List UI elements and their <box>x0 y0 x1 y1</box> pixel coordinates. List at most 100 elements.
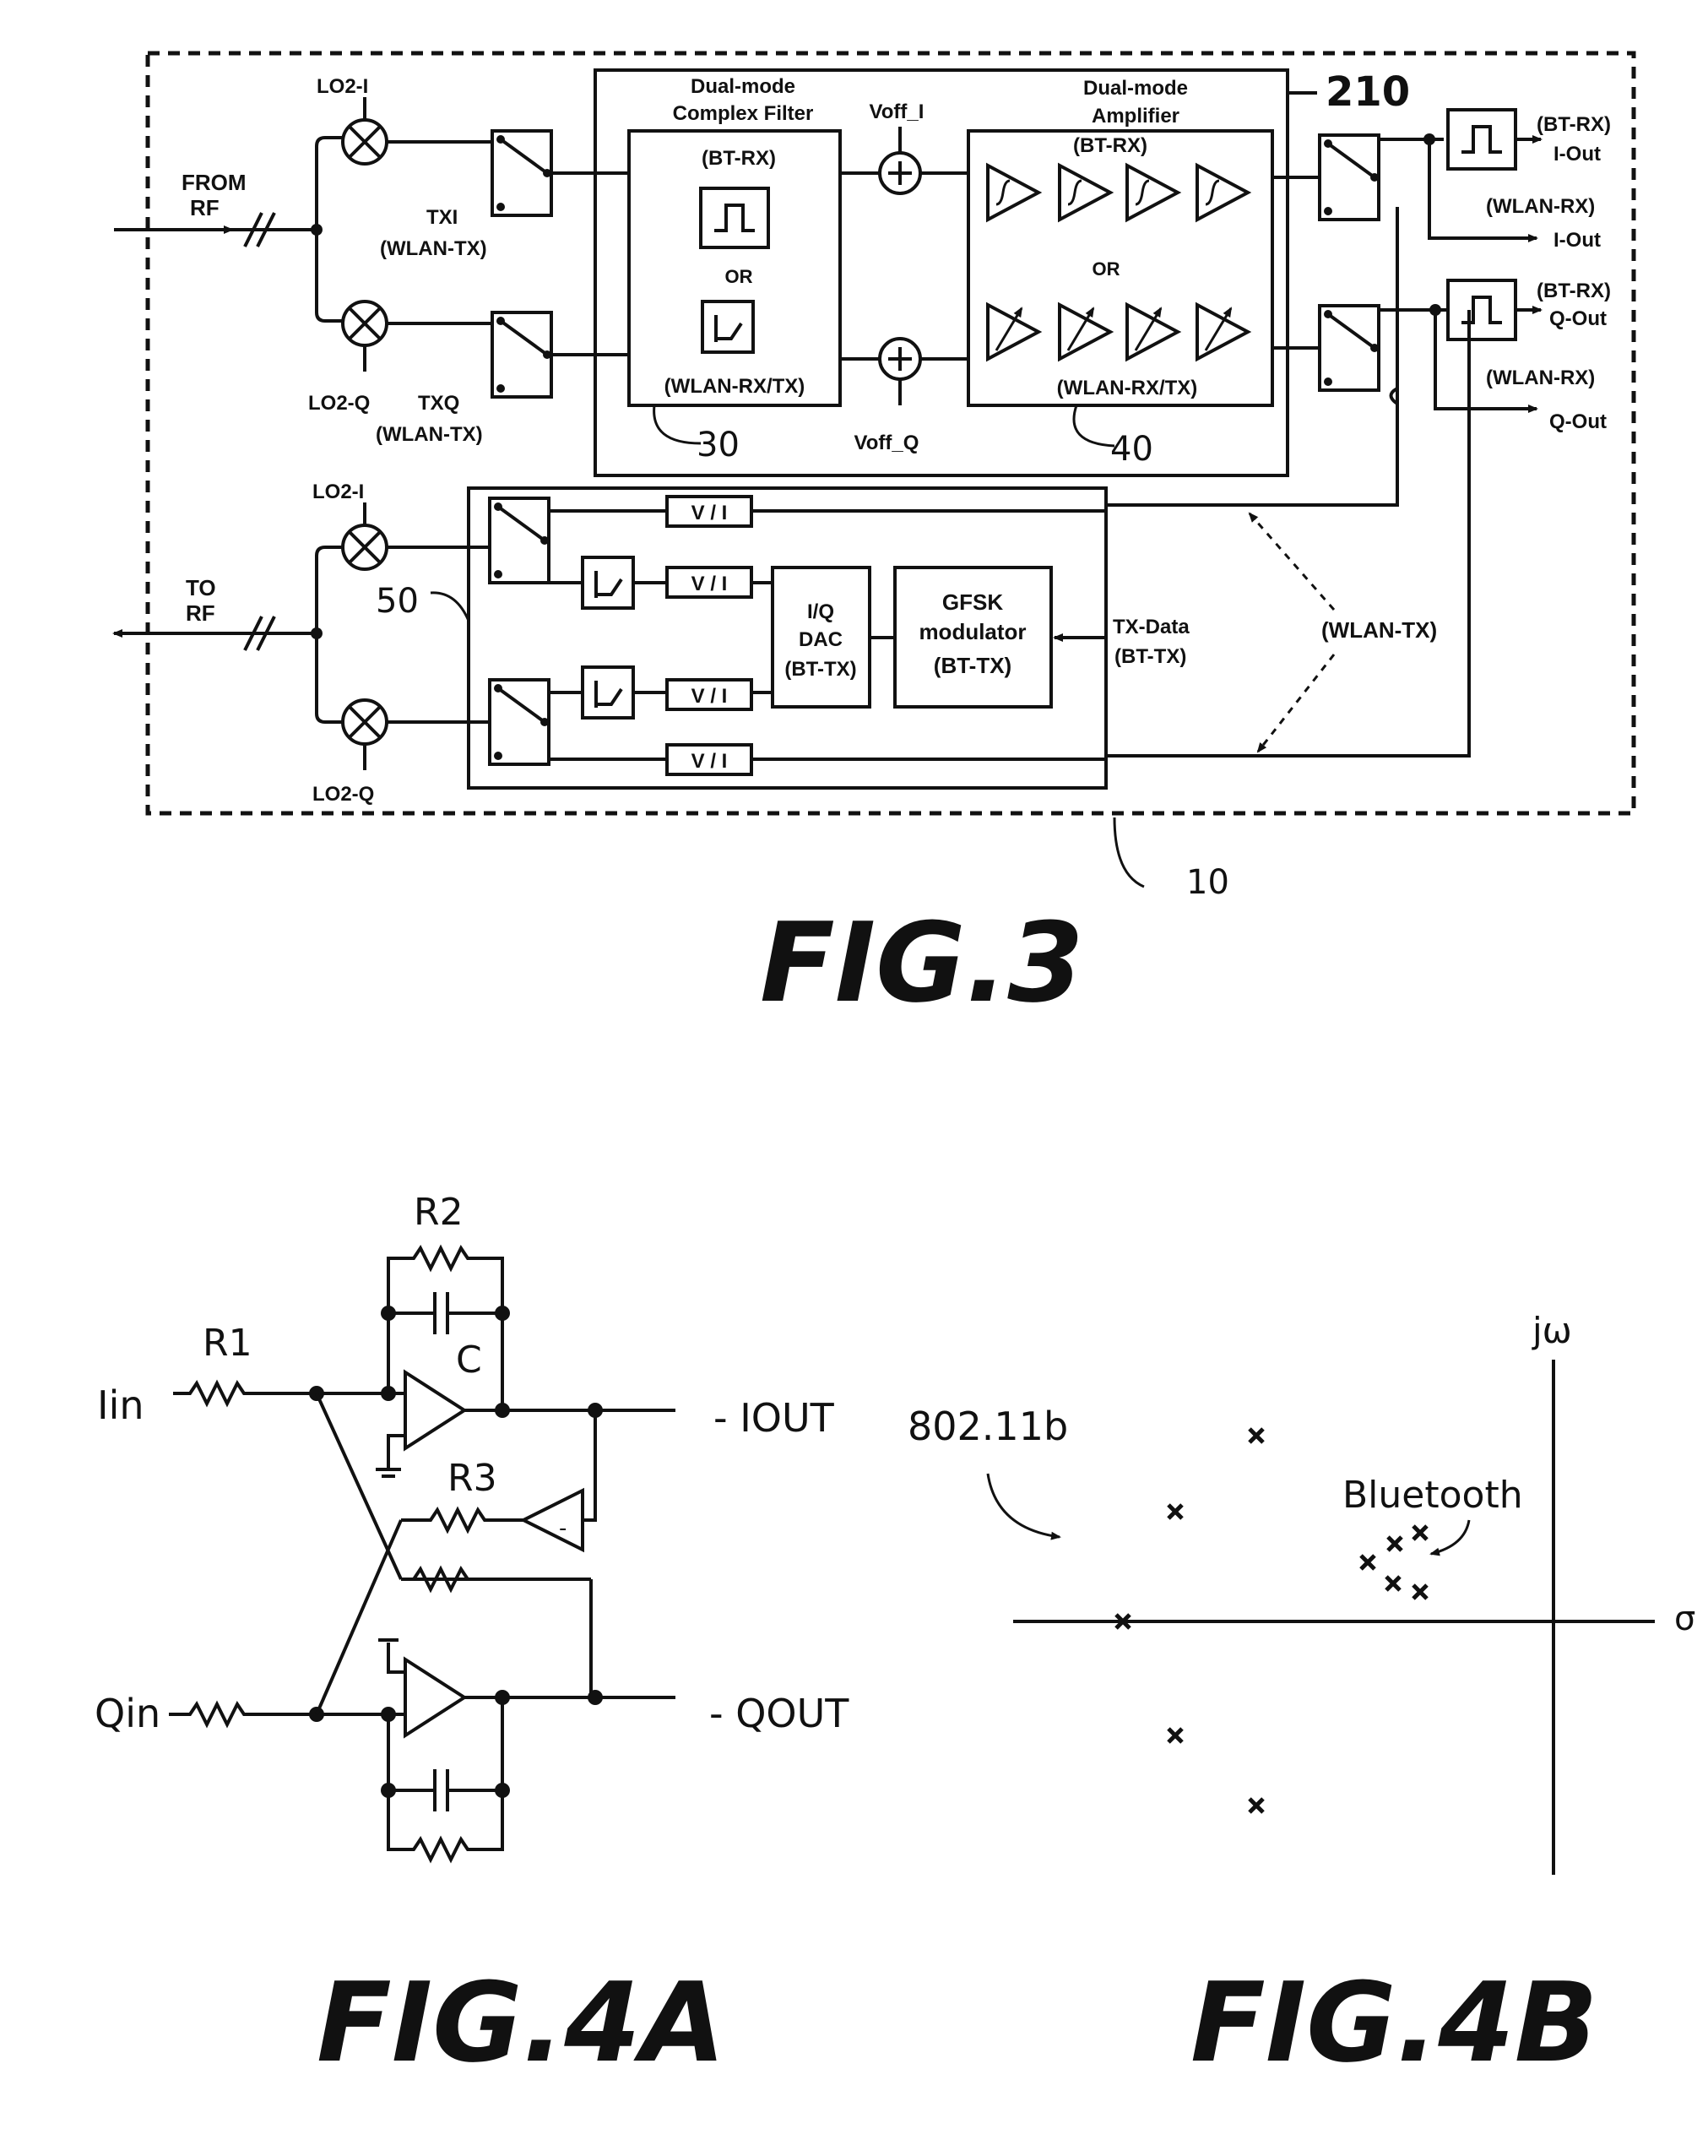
pole-80211b-5 <box>1250 1799 1263 1812</box>
ref-210: 210 <box>1326 68 1410 116</box>
pole-bluetooth-5 <box>1413 1585 1427 1599</box>
svg-text:Amplifier: Amplifier <box>1092 105 1179 128</box>
svg-text:V / I: V / I <box>691 502 728 524</box>
svg-text:I-Out: I-Out <box>1553 143 1601 166</box>
vi-converter-4: V / I <box>667 745 751 774</box>
lo2-q-top: LO2-Q <box>308 392 370 415</box>
svg-text:DAC: DAC <box>799 628 843 651</box>
lo2-i-top: LO2-I <box>317 75 368 98</box>
txq-label: TXQ <box>418 392 459 415</box>
svg-text:(WLAN-RX/TX): (WLAN-RX/TX) <box>1057 377 1198 399</box>
out-switch-i <box>1320 135 1379 220</box>
jw-label: jω <box>1532 1310 1572 1351</box>
filter-title: Dual-mode <box>691 75 795 98</box>
i-opamp <box>405 1372 464 1448</box>
tx-mixer-i <box>343 525 387 569</box>
out-wlan-i: (WLAN-RX) <box>1486 195 1595 218</box>
svg-text:(WLAN-TX): (WLAN-TX) <box>380 237 487 260</box>
svg-text:OR: OR <box>725 266 753 287</box>
qout-label: - QOUT <box>709 1691 849 1736</box>
from-rf-label: FROM <box>182 170 247 195</box>
iin-label: Iin <box>97 1382 144 1428</box>
svg-text:Q-Out: Q-Out <box>1549 410 1607 433</box>
tx-switch-i <box>490 498 549 583</box>
fig3-title: FIG.3 <box>760 899 1084 1027</box>
pole-80211b-2 <box>1168 1505 1182 1518</box>
r1-resistor-icon <box>182 1383 252 1404</box>
svg-text:-: - <box>559 1516 567 1541</box>
to-rf-label: TO <box>186 575 216 600</box>
pole-80211b-4 <box>1168 1729 1182 1742</box>
tx-switch-q <box>490 680 549 764</box>
voff-i-label: Voff_I <box>870 100 924 123</box>
bluetooth-label: Bluetooth <box>1342 1474 1523 1517</box>
svg-text:GFSK: GFSK <box>942 589 1003 615</box>
r3-label: R3 <box>447 1457 497 1500</box>
svg-text:RF: RF <box>190 195 220 220</box>
pole-bluetooth-1 <box>1361 1556 1375 1569</box>
out-switch-q <box>1320 306 1379 390</box>
svg-text:V / I: V / I <box>691 685 728 708</box>
iq-dac: I/Q DAC (BT-TX) <box>773 568 870 707</box>
amp-title: Dual-mode <box>1083 77 1188 100</box>
svg-text:(WLAN-RX/TX): (WLAN-RX/TX) <box>664 375 805 398</box>
inverter-buffer <box>523 1491 583 1550</box>
ref-30: 30 <box>697 426 740 464</box>
bandpass-filter-icon <box>701 188 768 247</box>
svg-text:RF: RF <box>186 600 215 626</box>
tx-lowpass-i-icon <box>583 557 633 608</box>
fig4a-title: FIG.4A <box>317 1958 725 2087</box>
svg-text:V / I: V / I <box>691 750 728 773</box>
dual-mode-amplifier <box>968 131 1272 405</box>
ref-40: 40 <box>1110 430 1153 469</box>
sigma-label: σ <box>1674 1599 1695 1638</box>
std-80211b-label: 802.11b <box>908 1404 1068 1449</box>
r2-resistor-icon <box>405 1248 476 1268</box>
tx-mixer-q <box>343 700 387 744</box>
bt-rx-filter-q-icon <box>1448 280 1516 339</box>
ref-10: 10 <box>1186 863 1229 902</box>
lo2-i-bottom: LO2-I <box>312 481 364 503</box>
fig4b-title: FIG.4B <box>1190 1958 1598 2087</box>
rx-mixer-q <box>343 301 387 345</box>
svg-text:modulator: modulator <box>919 619 1026 644</box>
svg-text:(BT-TX): (BT-TX) <box>784 658 856 681</box>
svg-text:I-Out: I-Out <box>1553 229 1601 252</box>
svg-text:I/Q: I/Q <box>807 600 834 623</box>
r3-resistor-icon <box>422 1510 493 1530</box>
pole-80211b-1 <box>1250 1429 1263 1442</box>
tx-data-label: TX-Data <box>1113 616 1190 638</box>
out-bt-i: (BT-RX) <box>1537 113 1611 136</box>
svg-text:(BT-RX): (BT-RX) <box>1073 134 1147 157</box>
gfsk-modulator: GFSK modulator (BT-TX) <box>895 568 1051 707</box>
q-feedback-resistor-icon <box>405 1839 476 1860</box>
r1-label: R1 <box>203 1322 252 1365</box>
fig4a-circuit: Iin Qin R1 R2 R3 C - IOUT - QOUT <box>95 1191 849 2087</box>
vi-converter-2: V / I <box>667 568 751 597</box>
pole-bluetooth-3 <box>1413 1526 1427 1540</box>
svg-text:OR: OR <box>1093 258 1120 280</box>
wlan-tx-label: (WLAN-TX) <box>1321 617 1437 643</box>
tx-lowpass-q-icon <box>583 667 633 718</box>
txi-switch <box>492 131 551 215</box>
lo2-q-bottom: LO2-Q <box>312 783 374 806</box>
out-bt-q: (BT-RX) <box>1537 280 1611 302</box>
svg-text:(BT-TX): (BT-TX) <box>1114 645 1186 668</box>
q-opamp <box>405 1659 464 1735</box>
svg-text:V / I: V / I <box>691 573 728 595</box>
iout-label: - IOUT <box>713 1395 835 1441</box>
fig3-diagram: 210 FROM RF LO2-I LO2-Q TXI (WLAN-TX) TX… <box>114 53 1634 1027</box>
bt-rx-filter-i-icon <box>1448 110 1516 169</box>
svg-text:Complex Filter: Complex Filter <box>673 102 814 125</box>
svg-text:(BT-RX): (BT-RX) <box>702 147 776 170</box>
pole-bluetooth-4 <box>1386 1577 1400 1590</box>
vi-converter-1: V / I <box>667 497 751 526</box>
svg-text:Q-Out: Q-Out <box>1549 307 1607 330</box>
svg-text:(WLAN-TX): (WLAN-TX) <box>376 423 483 446</box>
pole-bluetooth-2 <box>1388 1537 1402 1550</box>
voff-q-label: Voff_Q <box>854 432 919 454</box>
txi-label: TXI <box>426 206 458 229</box>
out-wlan-q: (WLAN-RX) <box>1486 367 1595 389</box>
c-label: C <box>456 1339 482 1382</box>
